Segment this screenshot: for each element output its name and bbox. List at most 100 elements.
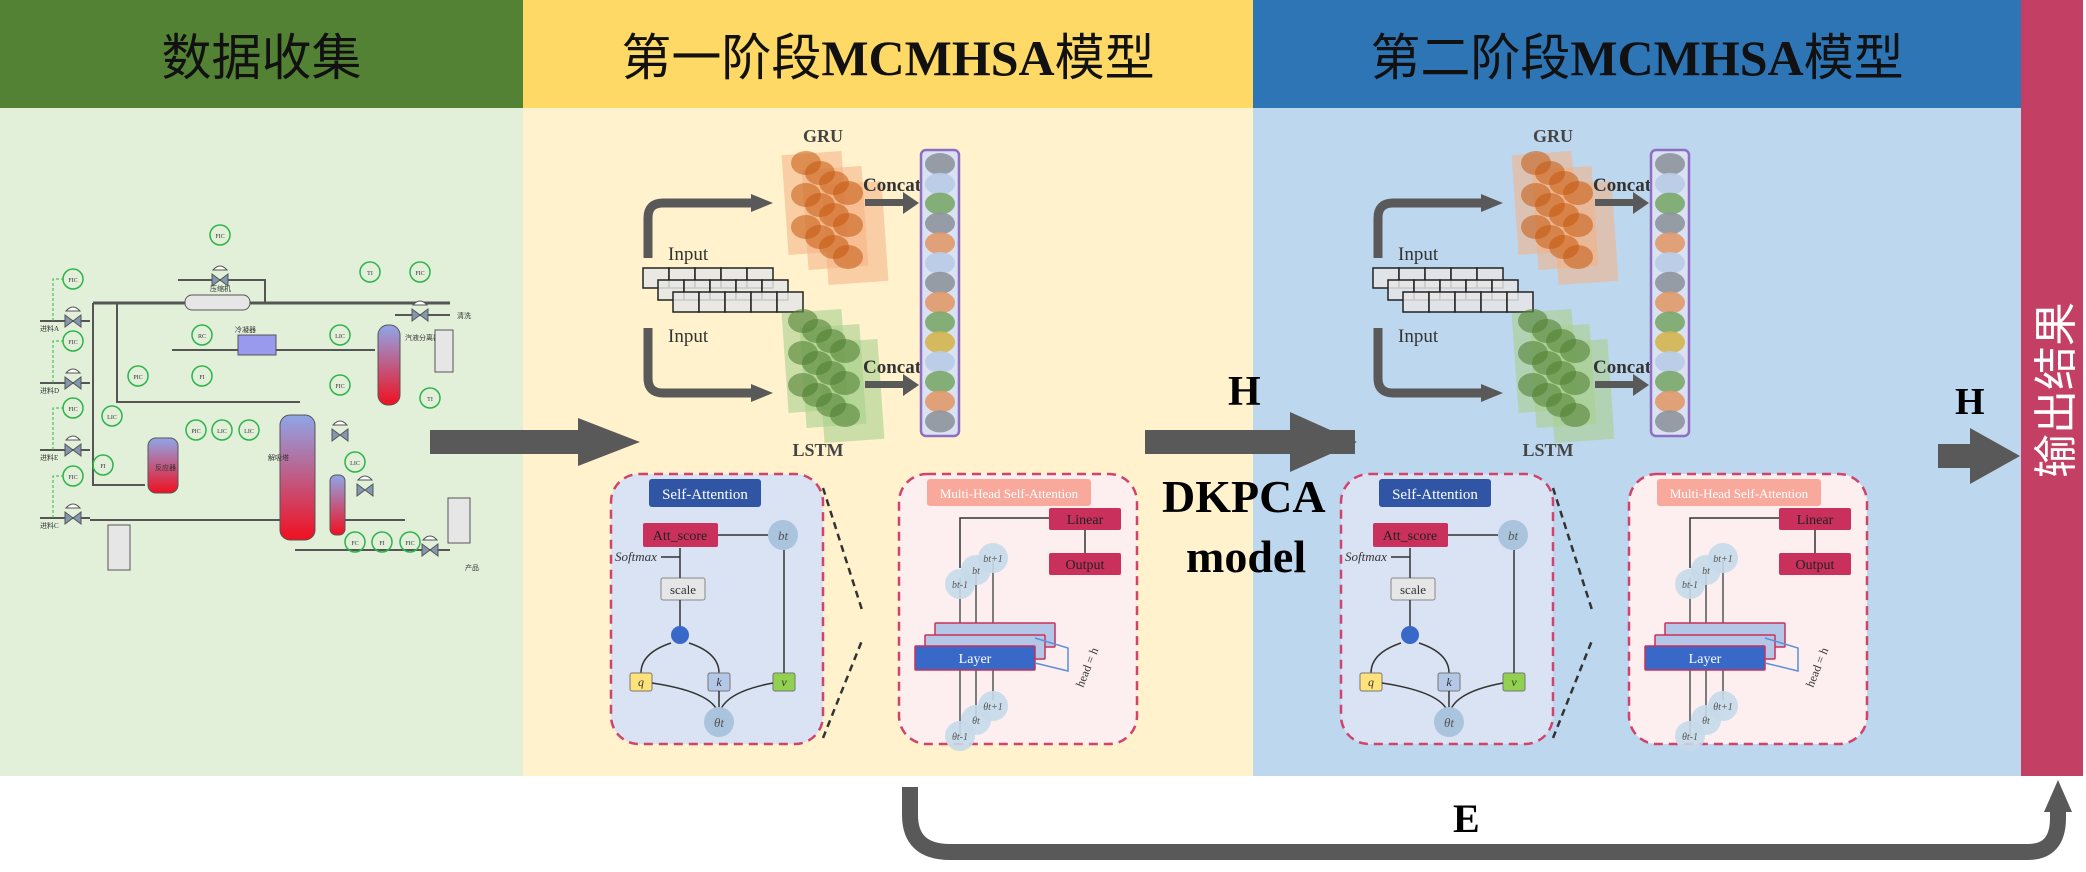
instrument-bubble [329,374,351,396]
lstm-block [781,309,885,443]
scale-box [660,577,706,601]
signal-line [52,407,63,450]
valve-actuator [331,420,349,426]
layer-box [1644,645,1766,671]
linear-label: Linear [1797,513,1834,528]
valve-actuator [356,475,374,481]
lstm-label: LSTM [1522,440,1573,460]
condenser-label: 冷凝器 [235,325,256,334]
header-data-collection-title: 数据收集 [161,30,362,86]
concat-vector-node [925,271,955,294]
multi-head-frame [1627,472,1869,746]
concat-arrow-top [1595,199,1635,206]
model-group: InputInputGRULSTMConcatConcatSelf-Attent… [1339,126,1869,751]
scale-label: scale [1400,582,1426,597]
zoom-connector-top [821,487,865,614]
instrument-tag: LIC [217,429,227,435]
b-head-node [978,543,1008,573]
gru-label: GRU [1533,126,1573,146]
concat-vector-node [1655,232,1685,255]
qk-to-dot-lines [640,642,720,674]
concat-vector-node [925,153,955,175]
concat-vector-node [1655,390,1685,413]
linear-box [1779,508,1851,530]
valve-actuator [64,368,82,374]
instrument-tag: FIC [68,407,77,413]
lstm-cell [1560,403,1590,427]
lstm-cell [830,371,860,395]
concat-label-top: Concat [1593,175,1652,196]
self-attention-title-box [1379,479,1491,507]
concat-vector-node [1655,153,1685,175]
instrument-tag: FIC [68,340,77,346]
valve-actuator [421,535,439,541]
v-label: v [1511,675,1517,689]
softmax-label: Softmax [1345,549,1387,564]
theta-head-label: θt+1 [983,702,1002,713]
dot-product-node [1401,626,1419,644]
reboiler [329,474,346,536]
att-score-box [1373,523,1448,547]
input-sequence-blocks [642,267,804,313]
instrument-tag: LIC [244,429,254,435]
instrument-tag: FI [100,464,105,470]
instrument-tag: FIC [415,271,424,277]
concat-arrow-top [865,199,905,206]
arrow-head-gru [1481,194,1503,212]
stripper-label: 解吸塔 [268,453,289,462]
concat-arrow-bottom [1595,381,1635,388]
concat-vector-node [1655,192,1685,215]
input-label-top: Input [668,244,709,265]
control-valve [356,483,374,497]
process-flow-diagram: FIC进料AFIC进料DFIC进料EFIC进料C压缩机FIC冷凝器汽液分离器反应… [40,224,479,572]
instrument-bubble [211,419,233,441]
heads-to-linear-line [959,517,1049,568]
att-score-label: Att_score [1383,529,1437,544]
signal-line [52,340,63,383]
stripper-column [279,414,316,541]
instrument-tag: FI [199,375,204,381]
instrument-tag: FIC [215,234,224,240]
heads-to-linear-line [1689,517,1779,568]
output-label: Output [1066,558,1105,573]
instrument-bubble [101,405,123,427]
valve-actuator [411,300,429,306]
instrument-tag: LIC [107,415,117,421]
arrow-to-gru [1373,198,1483,258]
control-valve [64,314,82,328]
label-dkpca-model: model [1186,531,1307,582]
gru-block [1511,151,1619,285]
theta-node-label: θt [714,715,724,730]
control-valve [64,443,82,457]
theta-head-label: θt-1 [1682,732,1698,743]
theta-head-node [1708,691,1738,721]
condenser [237,334,277,356]
compressor-drum [184,294,251,311]
label-dkpca: DKPCA [1162,471,1326,522]
valve-actuator [211,265,229,271]
label-h-stage2: H [1955,381,1985,423]
input-sequence-blocks [1372,267,1534,313]
concat-vector-node [1655,172,1685,195]
analyzer-box [447,497,471,544]
purge-label: 清洗 [457,311,471,320]
instrument-tag: FIC [405,541,414,547]
process-pipe [178,279,266,303]
input-label-bottom: Input [668,326,709,347]
theta-head-node [978,691,1008,721]
concat-vector-node [925,351,955,373]
concat-vector-node [925,390,955,413]
concat-vector-node [1655,410,1685,433]
arrow-stage1-to-stage2 [1145,412,1357,472]
multi-head-attention-panel: Multi-Head Self-AttentionLinearOutputbt-… [897,472,1139,751]
concat-vector-node [1655,370,1685,393]
process-pipe [92,303,145,486]
input-label-bottom: Input [1398,326,1439,347]
stage2-model-diagram: InputInputGRULSTMConcatConcatSelf-Attent… [1339,126,1869,751]
multi-head-attention-panel: Multi-Head Self-AttentionLinearOutputbt-… [1627,472,1869,751]
theta-head-label: θt+1 [1713,702,1732,713]
b-head-label: bt-1 [952,580,968,591]
feed-label: 进料E [40,453,58,462]
